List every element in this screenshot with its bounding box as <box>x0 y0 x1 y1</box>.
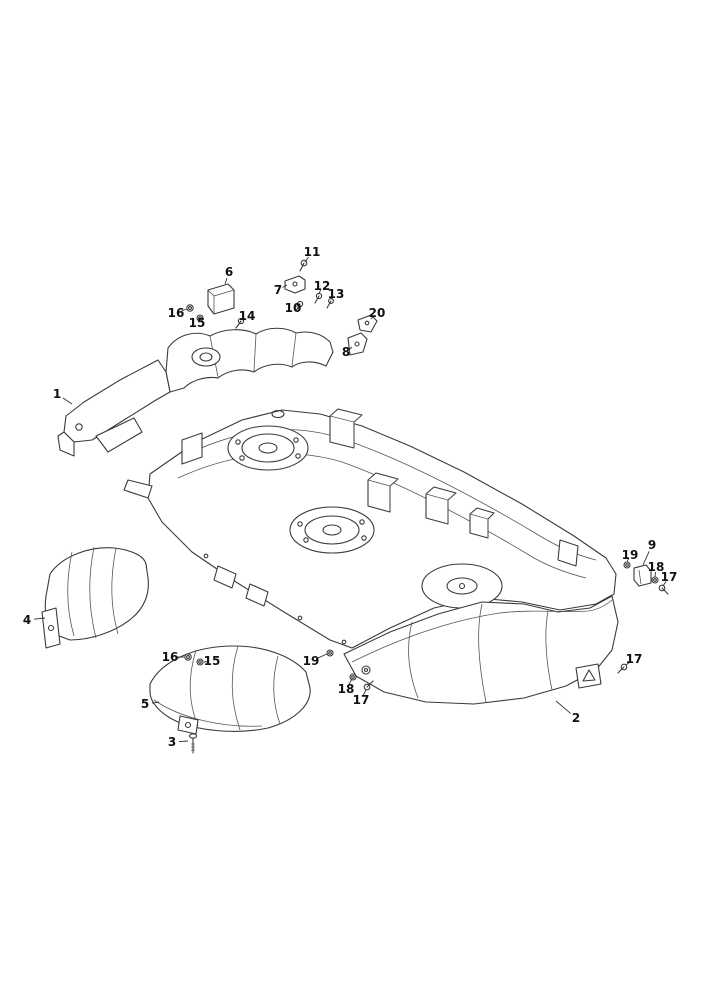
spindle-left <box>227 425 309 471</box>
part-callout-1: 1 <box>53 387 61 401</box>
leader-line-12 <box>318 289 321 295</box>
part-callout-17: 17 <box>626 652 643 666</box>
part-callout-18: 18 <box>338 682 355 696</box>
part-callout-15: 15 <box>189 316 206 330</box>
spindle-center <box>289 506 375 554</box>
belt-guard-part-1 <box>57 327 334 457</box>
clip-part-9 <box>633 564 652 587</box>
washer-18-right-icon <box>651 576 659 584</box>
leader-line-8 <box>348 346 353 350</box>
washer-18-bottom-icon <box>349 673 357 681</box>
leader-line-10 <box>295 304 300 307</box>
bolt-3-icon <box>188 733 198 754</box>
guard-mount-hole <box>75 423 83 431</box>
leader-line-13 <box>330 296 334 300</box>
leader-line-17 <box>662 581 667 587</box>
part-callout-8: 8 <box>342 345 350 359</box>
deck-left-prong <box>123 479 153 499</box>
part-callout-11: 11 <box>304 245 321 259</box>
leader-line-19 <box>317 653 328 659</box>
leader-line-4 <box>33 617 46 620</box>
screw-17-bottom-right-icon <box>617 663 628 674</box>
callout-leader-lines <box>33 256 667 743</box>
leader-line-18 <box>348 678 353 685</box>
leader-line-7 <box>282 284 288 288</box>
leader-line-15 <box>203 661 209 663</box>
part-callout-6: 6 <box>225 265 233 279</box>
leader-line-19 <box>626 558 629 563</box>
part-callout-9: 9 <box>648 538 656 552</box>
bracket-part-8 <box>347 332 368 356</box>
part-callout-17: 17 <box>353 693 370 707</box>
part-callout-10: 10 <box>285 301 302 315</box>
screw-17-right-icon <box>658 584 669 595</box>
washer-16-top-icon <box>186 304 194 312</box>
part-callout-13: 13 <box>328 287 345 301</box>
leader-line-1 <box>62 397 73 405</box>
leader-line-14 <box>241 317 245 321</box>
part-callout-19: 19 <box>303 654 320 668</box>
part-callout-17: 17 <box>661 570 678 584</box>
part-callout-14: 14 <box>239 309 256 323</box>
belt-cover-part-4 <box>41 546 149 649</box>
guard-boss <box>191 347 221 367</box>
leader-line-11 <box>304 256 309 263</box>
part-callout-7: 7 <box>274 283 282 297</box>
part-callout-15: 15 <box>204 654 221 668</box>
part-callout-19: 19 <box>622 548 639 562</box>
leader-line-16 <box>181 308 188 312</box>
deck-slot-hole <box>271 409 285 419</box>
washer-16-bottom-icon <box>184 653 192 661</box>
leader-line-6 <box>224 277 228 285</box>
screw-12-icon <box>314 292 323 304</box>
part-callout-5: 5 <box>141 697 149 711</box>
washer-15-bottom-icon <box>196 658 204 666</box>
leader-line-20 <box>370 315 375 320</box>
skirt-bolt-boss <box>361 665 371 675</box>
part-callout-16: 16 <box>162 650 179 664</box>
washer-15-top-icon <box>196 314 204 322</box>
mower-deck-body <box>123 408 617 649</box>
side-skirt-part-2 <box>343 595 619 705</box>
warning-label-icon <box>575 663 602 689</box>
part-callout-3: 3 <box>168 735 176 749</box>
deck-bracket-towers <box>181 408 495 539</box>
part-callout-20: 20 <box>369 306 386 320</box>
bracket-part-6 <box>207 283 235 315</box>
leader-line-2 <box>555 700 571 714</box>
screw-17-bottom-icon <box>363 680 374 691</box>
bracket-part-7 <box>284 275 306 294</box>
bracket-part-20 <box>357 314 378 333</box>
leader-line-15 <box>198 318 201 322</box>
leader-line-3 <box>178 740 189 743</box>
leader-line-18 <box>654 571 656 578</box>
part-callout-16: 16 <box>168 306 185 320</box>
leader-line-9 <box>642 551 650 566</box>
belt-cover-part-5 <box>149 645 311 735</box>
leader-line-5 <box>151 701 160 704</box>
part-callout-4: 4 <box>23 613 31 627</box>
leader-line-17 <box>363 689 367 696</box>
leader-line-17 <box>625 661 631 666</box>
deck-edge-tabs <box>213 539 579 607</box>
part-callout-12: 12 <box>314 279 331 293</box>
part-callout-18: 18 <box>648 560 665 574</box>
screw-11-icon <box>299 259 308 272</box>
washer-19-right-icon <box>623 561 631 569</box>
washer-19-bottom-icon <box>326 649 334 657</box>
spindle-right <box>421 563 503 609</box>
part-callout-2: 2 <box>572 711 580 725</box>
